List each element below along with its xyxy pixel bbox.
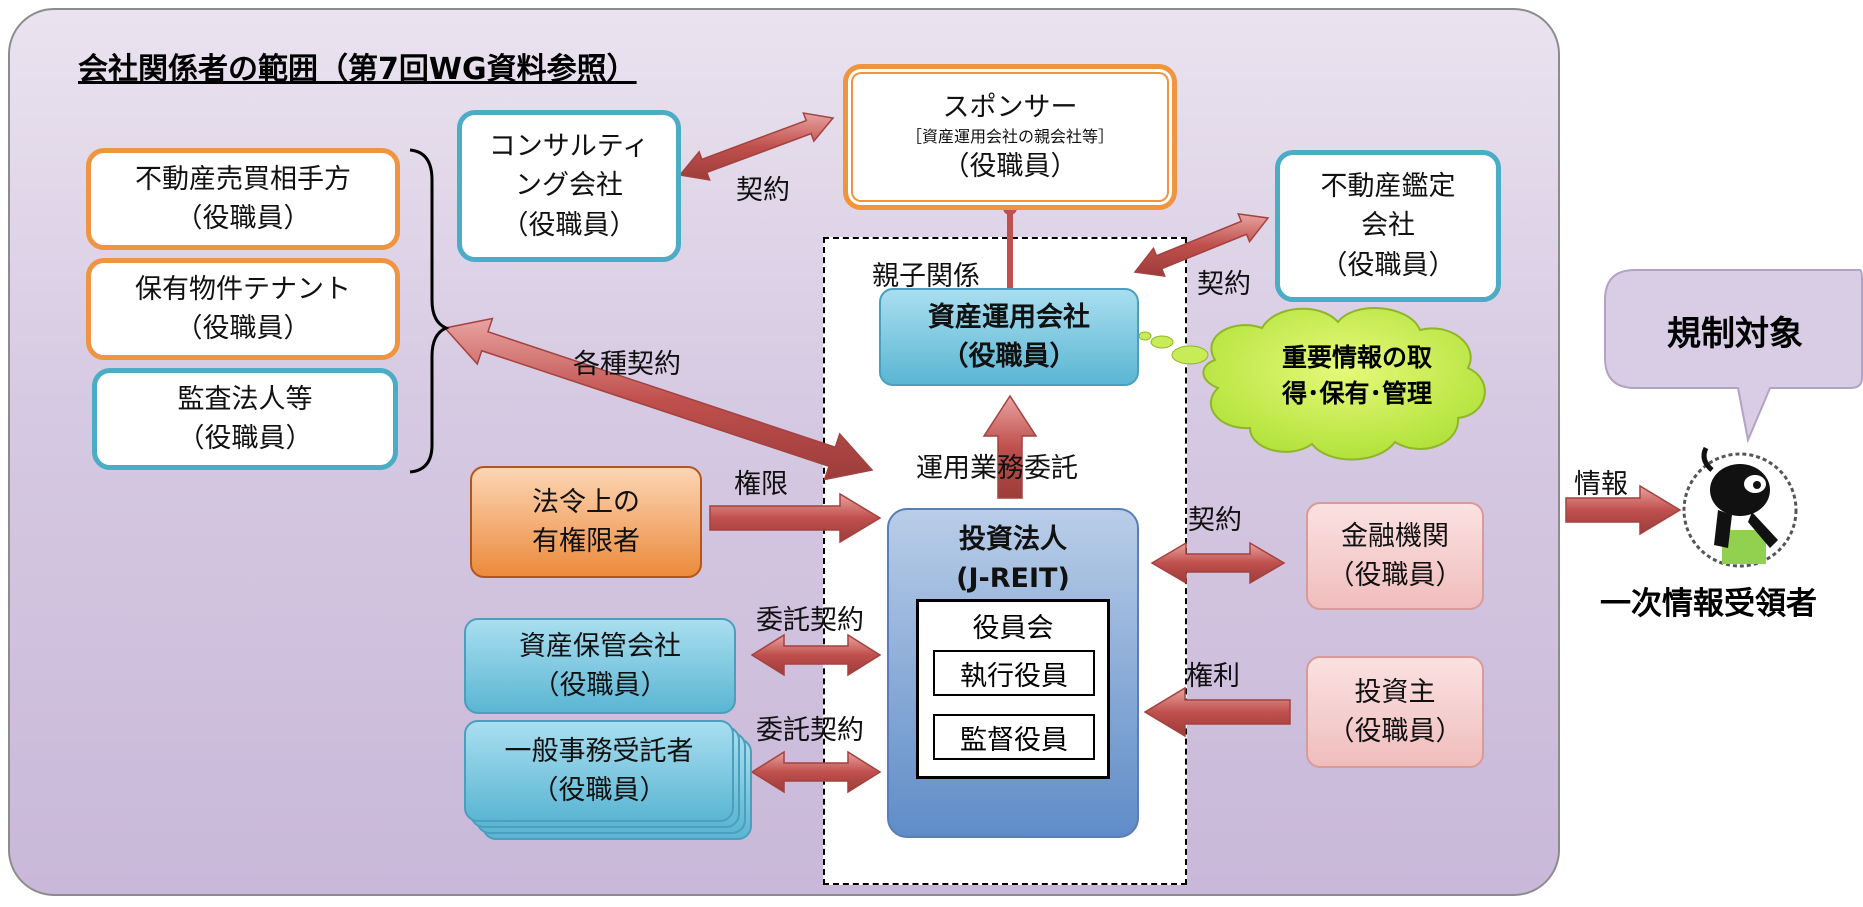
contract-bank-label: 契約 bbox=[1188, 505, 1242, 536]
auditor-role: （役職員） bbox=[177, 423, 313, 454]
recipient-figure-icon bbox=[1682, 446, 1798, 568]
admin-arrow bbox=[750, 750, 882, 794]
callout-bubble bbox=[1604, 269, 1863, 444]
entrust-ops-arrow bbox=[982, 394, 1038, 499]
contract-appraisal-label: 契約 bbox=[1197, 269, 1251, 300]
authority-arrow bbox=[709, 492, 882, 544]
various-contracts-label: 各種契約 bbox=[573, 349, 681, 380]
bracket bbox=[409, 148, 450, 474]
rights-arrow bbox=[1143, 686, 1291, 738]
investor-name: 投資主 bbox=[1354, 676, 1436, 708]
appraisal-role: （役職員） bbox=[1320, 249, 1456, 281]
consulting-node: コンサルティ ング会社 （役職員） bbox=[457, 110, 681, 262]
bank-role: （役職員） bbox=[1327, 560, 1463, 591]
recipient-label: 一次情報受領者 bbox=[1600, 586, 1817, 622]
bank-node: 金融機関 （役職員） bbox=[1306, 502, 1484, 610]
auditor-node: 監査法人等 （役職員） bbox=[92, 368, 398, 470]
custodian-name: 資産保管会社 bbox=[519, 630, 681, 662]
parent-child-label: 親子関係 bbox=[872, 261, 980, 292]
counterparty-role: （役職員） bbox=[175, 203, 311, 234]
board-box: 役員会 執行役員 監督役員 bbox=[916, 599, 1110, 779]
investor-node: 投資主 （役職員） bbox=[1306, 656, 1484, 768]
auditor-name: 監査法人等 bbox=[177, 383, 313, 415]
tenant-role: （役職員） bbox=[175, 313, 311, 344]
asset-mgmt-name: 資産運用会社 bbox=[928, 301, 1090, 333]
consulting-line1: コンサルティ bbox=[488, 131, 650, 163]
callout-text: 規制対象 bbox=[1667, 314, 1803, 354]
entrust2-label: 委託契約 bbox=[756, 715, 864, 746]
cloud-shape bbox=[1138, 307, 1486, 461]
counterparty-name: 不動産売買相手方 bbox=[135, 163, 351, 195]
consulting-role: （役職員） bbox=[501, 209, 637, 241]
asset-mgmt-role: （役職員） bbox=[941, 341, 1077, 372]
custodian-arrow bbox=[750, 633, 882, 677]
asset-mgmt-node: 資産運用会社 （役職員） bbox=[879, 288, 1139, 386]
exec-officer-box: 執行役員 bbox=[933, 650, 1095, 696]
arrow-group bbox=[443, 112, 1682, 794]
authority-line1: 法令上の bbox=[532, 486, 640, 518]
info-label: 情報 bbox=[1574, 469, 1628, 500]
investor-role: （役職員） bbox=[1327, 716, 1463, 747]
contract-consult-label: 契約 bbox=[736, 175, 790, 206]
admin-role: （役職員） bbox=[531, 775, 667, 806]
board-label: 役員会 bbox=[972, 613, 1054, 644]
various-contracts-arrow bbox=[443, 317, 874, 481]
appraisal-asset-arrow bbox=[1133, 212, 1270, 278]
authority-node: 法令上の 有権限者 bbox=[470, 466, 702, 578]
admin-node: 一般事務受託者 （役職員） bbox=[464, 720, 734, 822]
corporation-name: 投資法人 bbox=[959, 524, 1067, 555]
cloud-line2: 得･保有･管理 bbox=[1281, 379, 1432, 409]
bank-name: 金融機関 bbox=[1341, 520, 1449, 552]
authority-label: 権限 bbox=[734, 469, 788, 500]
corporation-sub: (J-REIT) bbox=[956, 563, 1070, 595]
info-arrow bbox=[1565, 484, 1682, 536]
consulting-line2: ング会社 bbox=[515, 170, 623, 202]
entrust1-label: 委託契約 bbox=[756, 605, 864, 636]
counterparty-node: 不動産売買相手方 （役職員） bbox=[86, 148, 400, 250]
tenant-node: 保有物件テナント （役職員） bbox=[86, 258, 400, 360]
consult-sponsor-arrow bbox=[678, 112, 835, 181]
rights-label: 権利 bbox=[1186, 661, 1240, 692]
diagram-title: 会社関係者の範囲（第7回WG資料参照） bbox=[78, 52, 637, 87]
authority-line2: 有権限者 bbox=[532, 526, 640, 557]
appraisal-line2: 会社 bbox=[1361, 210, 1415, 242]
supervisor-box: 監督役員 bbox=[933, 714, 1095, 760]
appraisal-line1: 不動産鑑定 bbox=[1320, 171, 1456, 203]
tenant-name: 保有物件テナント bbox=[135, 273, 351, 305]
appraisal-node: 不動産鑑定 会社 （役職員） bbox=[1275, 150, 1501, 302]
entrust-ops-label: 運用業務委託 bbox=[916, 453, 1078, 484]
bank-arrow bbox=[1150, 541, 1286, 585]
sponsor-role: （役職員） bbox=[942, 150, 1078, 182]
cloud-text: 重要情報の取 得･保有･管理 bbox=[1262, 340, 1452, 413]
sponsor-sub: ［資産運用会社の親会社等］ bbox=[905, 127, 1114, 147]
custodian-node: 資産保管会社 （役職員） bbox=[464, 618, 736, 714]
custodian-role: （役職員） bbox=[532, 670, 668, 701]
sponsor-node: スポンサー ［資産運用会社の親会社等］ （役職員） bbox=[843, 64, 1177, 210]
cloud-line1: 重要情報の取 bbox=[1281, 343, 1432, 372]
admin-name: 一般事務受託者 bbox=[504, 735, 694, 767]
sponsor-name: スポンサー bbox=[942, 92, 1078, 124]
